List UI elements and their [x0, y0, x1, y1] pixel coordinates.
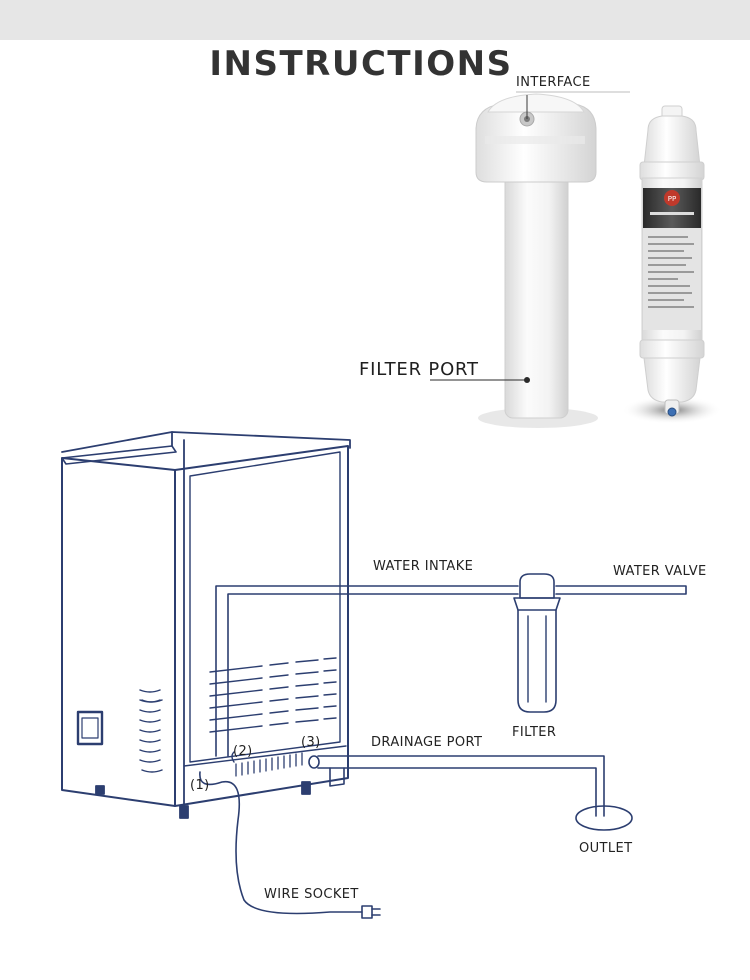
top-banner: [0, 0, 750, 40]
water-intake-pipe: [215, 585, 687, 757]
port-1-label: (1): [190, 778, 210, 793]
ice-machine-cabinet: [61, 431, 351, 819]
cartridge-badge-text: PP: [668, 195, 676, 203]
interface-label: INTERFACE: [516, 75, 591, 90]
port-2-label: (2): [233, 744, 253, 759]
power-wire: [199, 771, 381, 919]
inline-filter: [513, 573, 561, 713]
wire-socket-label: WIRE SOCKET: [264, 887, 359, 902]
filter-housing-photo: [430, 91, 630, 428]
filter-label: FILTER: [512, 725, 557, 740]
pp-cartridge-photo: PP: [622, 105, 722, 424]
water-intake-label: WATER INTAKE: [373, 559, 474, 574]
drainage-pipe: [308, 755, 633, 831]
water-valve-label: WATER VALVE: [613, 564, 707, 579]
port-3-label: (3): [301, 735, 321, 750]
page-title: INSTRUCTIONS: [209, 44, 513, 84]
outlet-label: OUTLET: [579, 841, 633, 856]
drainage-port-label: DRAINAGE PORT: [371, 735, 483, 750]
filter-port-label: FILTER PORT: [359, 359, 479, 380]
